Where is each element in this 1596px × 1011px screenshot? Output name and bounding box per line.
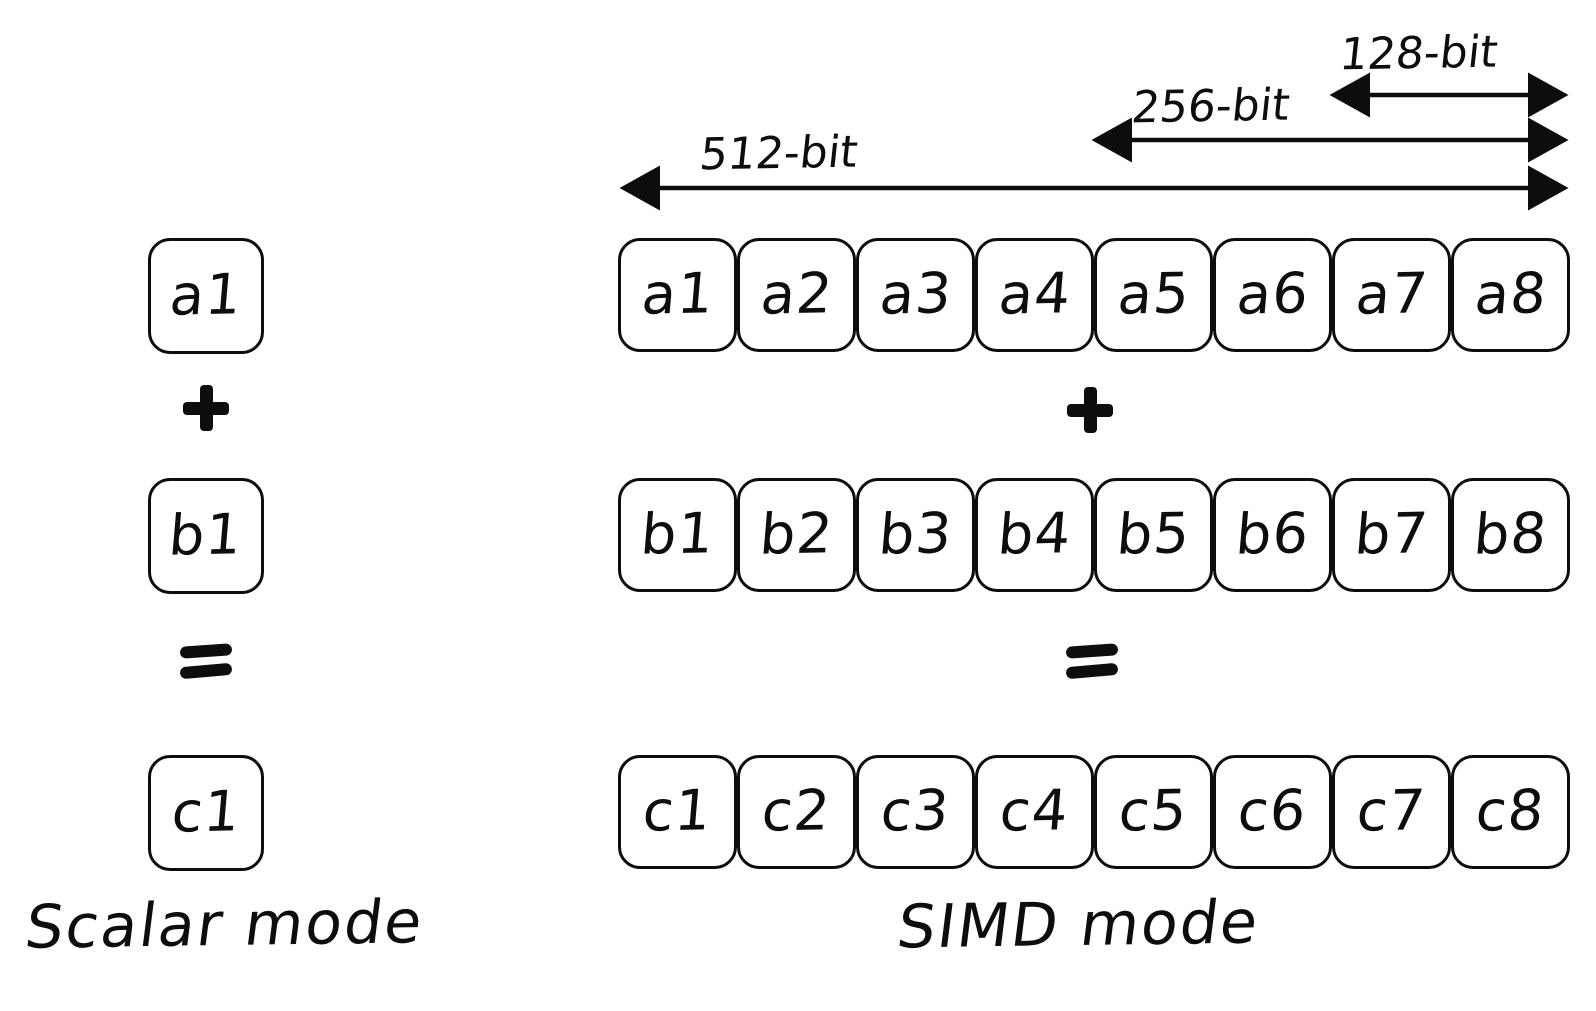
scalar-operand-b-box: b1 xyxy=(148,478,264,594)
simd-lane-cell: a2 xyxy=(737,238,856,352)
simd-lane-cell: c8 xyxy=(1451,755,1570,869)
simd-lane-label: b1 xyxy=(638,501,717,568)
equals-bar-top xyxy=(1065,643,1119,659)
equals-bar-top xyxy=(179,643,233,659)
simd-lane-label: c6 xyxy=(1235,778,1310,845)
simd-lane-cell: a5 xyxy=(1094,238,1213,352)
scalar-equals-operator xyxy=(179,643,233,681)
simd-lane-cell: c7 xyxy=(1332,755,1451,869)
simd-lane-cell: a7 xyxy=(1332,238,1451,352)
simd-lane-label: b6 xyxy=(1233,501,1312,568)
simd-lane-label: c5 xyxy=(1116,778,1191,845)
equals-bar-bottom xyxy=(1065,662,1119,680)
equals-bar-bottom xyxy=(179,662,233,680)
simd-lane-label: c8 xyxy=(1473,778,1548,845)
simd-lane-cell: b3 xyxy=(856,478,975,592)
simd-lane-label: b5 xyxy=(1114,501,1193,568)
simd-lane-cell: b6 xyxy=(1213,478,1332,592)
scalar-result-c-label: c1 xyxy=(169,779,244,846)
simd-lane-label: a6 xyxy=(1233,261,1312,328)
simd-lane-label: c7 xyxy=(1354,778,1429,845)
simd-lane-cell: a4 xyxy=(975,238,1094,352)
simd-lane-cell: b4 xyxy=(975,478,1094,592)
arrow-label-512-bit: 512-bit xyxy=(697,126,861,181)
simd-mode-caption: SIMD mode xyxy=(893,887,1264,963)
simd-plus-operator xyxy=(1067,387,1113,433)
scalar-plus-operator xyxy=(183,385,229,431)
simd-lane-cell: b5 xyxy=(1094,478,1213,592)
simd-lane-label: a5 xyxy=(1114,261,1193,328)
simd-lane-cell: b8 xyxy=(1451,478,1570,592)
simd-lane-label: a8 xyxy=(1471,261,1550,328)
simd-lane-label: c2 xyxy=(759,778,834,845)
simd-lane-cell: a6 xyxy=(1213,238,1332,352)
scalar-operand-b-label: b1 xyxy=(166,502,246,569)
scalar-operand-a-box: a1 xyxy=(148,238,264,354)
simd-lane-label: b7 xyxy=(1352,501,1431,568)
simd-lane-cell: b2 xyxy=(737,478,856,592)
simd-lane-label: c3 xyxy=(878,778,953,845)
simd-lane-cell: c6 xyxy=(1213,755,1332,869)
simd-lane-cell: c2 xyxy=(737,755,856,869)
simd-lane-label: a7 xyxy=(1352,261,1431,328)
simd-lane-label: a3 xyxy=(876,261,955,328)
simd-lane-label: b4 xyxy=(995,501,1074,568)
simd-lane-label: a2 xyxy=(757,261,836,328)
simd-lane-cell: c5 xyxy=(1094,755,1213,869)
scalar-operand-a-label: a1 xyxy=(167,262,245,329)
scalar-result-c-box: c1 xyxy=(148,755,264,871)
simd-lane-cell: c1 xyxy=(618,755,737,869)
scalar-mode-caption: Scalar mode xyxy=(21,887,428,963)
arrow-label-256-bit: 256-bit xyxy=(1129,79,1293,134)
simd-lane-cell: b7 xyxy=(1332,478,1451,592)
simd-lane-label: b3 xyxy=(876,501,955,568)
simd-lane-label: a4 xyxy=(995,261,1074,328)
simd-lane-label: b2 xyxy=(757,501,836,568)
simd-lane-label: a1 xyxy=(638,261,717,328)
simd-lane-cell: a8 xyxy=(1451,238,1570,352)
simd-lane-label: c1 xyxy=(640,778,715,845)
simd-lane-cell: c3 xyxy=(856,755,975,869)
simd-lane-label: c4 xyxy=(997,778,1072,845)
arrow-label-128-bit: 128-bit xyxy=(1337,26,1501,81)
simd-lane-label: b8 xyxy=(1471,501,1550,568)
simd-equals-operator xyxy=(1065,643,1119,681)
simd-lane-cell: a1 xyxy=(618,238,737,352)
simd-lane-cell: c4 xyxy=(975,755,1094,869)
simd-lane-cell: b1 xyxy=(618,478,737,592)
simd-lane-cell: a3 xyxy=(856,238,975,352)
